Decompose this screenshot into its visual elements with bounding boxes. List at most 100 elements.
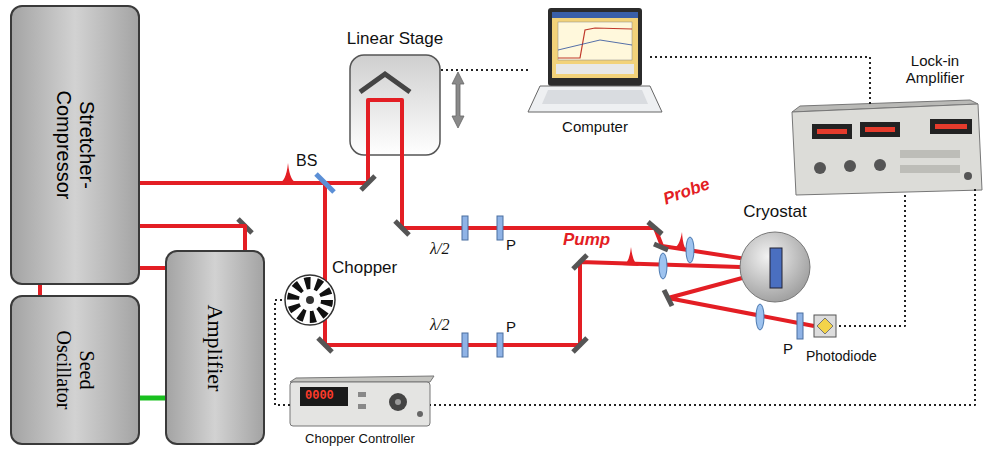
chopper-wheel <box>293 283 327 317</box>
lens <box>756 304 764 330</box>
chopper-controller-instrument <box>395 399 401 405</box>
component-label: λ/2 <box>430 240 449 258</box>
chopper-controller-instrument <box>358 392 366 397</box>
chopper-controller-instrument <box>358 404 366 409</box>
laser-pulse <box>278 163 298 183</box>
pump-laser-beam <box>140 396 165 401</box>
waveplate <box>462 333 468 357</box>
mirror <box>654 244 668 250</box>
lock-in-instrument <box>865 127 895 132</box>
signal-cable <box>275 300 290 405</box>
chopper-wheel <box>285 275 335 325</box>
node-label: Linear Stage <box>347 29 443 49</box>
lock-in-instrument <box>900 165 960 173</box>
waveplate <box>462 216 468 240</box>
chopper-wheel <box>306 296 314 304</box>
laser-beam <box>140 226 245 250</box>
photodiode-symbol <box>814 315 836 337</box>
laser-beam <box>140 266 165 270</box>
component-label: BS <box>296 152 317 170</box>
laser-beam <box>38 285 42 295</box>
lock-in-instrument <box>964 172 972 180</box>
box-label: Stretcher-Compressor <box>52 85 98 205</box>
mirror <box>238 176 672 352</box>
waveplate <box>497 333 503 357</box>
lens <box>686 237 694 263</box>
cryostat-symbol <box>740 232 810 302</box>
component-label: P <box>506 236 516 253</box>
mirror <box>318 338 332 352</box>
lock-in-instrument <box>930 119 972 134</box>
lock-in-instrument <box>817 129 847 134</box>
detector-node: Photodiode <box>814 315 836 337</box>
laptop-symbol <box>552 12 638 18</box>
waveplate <box>797 313 803 339</box>
chopper-controller-instrument <box>290 382 430 426</box>
box-label: Amplifier <box>202 263 227 433</box>
process-box: Seed Oscillator <box>10 295 140 445</box>
process-box: Stretcher-Compressor <box>10 5 140 285</box>
process-box: Amplifier <box>165 250 265 445</box>
node-label: Computer <box>562 118 628 135</box>
laser-pulse <box>622 247 640 266</box>
beam-label: Pump <box>563 230 610 250</box>
retroreflector <box>360 74 410 92</box>
laser-beam <box>325 183 772 345</box>
node-label: Chopper Controller <box>305 431 415 446</box>
mirror <box>361 176 375 190</box>
node-label: Cryostat <box>743 202 806 222</box>
instrument-node: Lock-in Amplifier <box>792 100 982 195</box>
photodiode-symbol <box>814 315 836 337</box>
mirror <box>573 338 587 352</box>
node-label: Photodiode <box>806 348 877 364</box>
lock-in-instrument <box>792 100 982 195</box>
lock-in-instrument <box>935 124 967 129</box>
instrument-node: Chopper Controller <box>290 378 430 428</box>
laptop-symbol <box>558 40 632 50</box>
signal-cable <box>836 195 905 326</box>
retroreflector <box>360 74 410 92</box>
mirror <box>664 290 672 306</box>
beam-label: Probe <box>661 174 713 209</box>
signal-cable <box>650 57 870 106</box>
chopper-controller-instrument <box>417 411 423 417</box>
signal-cable <box>440 69 528 71</box>
cryostat-symbol <box>740 232 810 302</box>
display-reading: 0000 <box>305 389 334 403</box>
laptop-symbol <box>558 22 632 60</box>
beam-splitter <box>316 174 334 192</box>
component-label: P <box>783 340 793 357</box>
laptop-symbol <box>556 64 634 74</box>
laser-pulse <box>278 163 690 266</box>
laptop-symbol <box>552 12 638 78</box>
laptop-symbol <box>548 8 642 86</box>
lock-in-instrument <box>860 122 900 137</box>
chopper-controller-instrument <box>300 387 348 406</box>
lock-in-instrument <box>900 150 960 158</box>
linear-stage-symbol <box>350 55 440 155</box>
lock-in-instrument <box>874 159 886 171</box>
cryostat-node: Cryostat <box>740 232 810 302</box>
mirror <box>395 221 409 235</box>
chopper-node: Chopper <box>284 274 336 326</box>
chopper-controller-instrument <box>290 376 434 382</box>
signal-cable <box>430 189 975 405</box>
computer-node: Computer <box>528 8 662 112</box>
laptop-symbol <box>528 86 662 112</box>
lock-in-instrument <box>792 104 982 195</box>
laser-beam <box>325 100 772 263</box>
lock-in-instrument <box>814 162 826 174</box>
component-label: P <box>506 318 516 335</box>
chopper-wheel <box>285 275 335 325</box>
chopper-controller-instrument <box>389 393 407 411</box>
stage-node: Linear Stage <box>350 55 440 155</box>
laptop-symbol <box>542 90 648 104</box>
box-label: Seed Oscillator <box>52 315 98 425</box>
chopper-controller-instrument <box>290 376 434 426</box>
linear-stage-symbol <box>452 72 464 128</box>
mirror <box>648 222 662 234</box>
waveplate <box>497 216 503 240</box>
component-label: λ/2 <box>430 316 449 334</box>
